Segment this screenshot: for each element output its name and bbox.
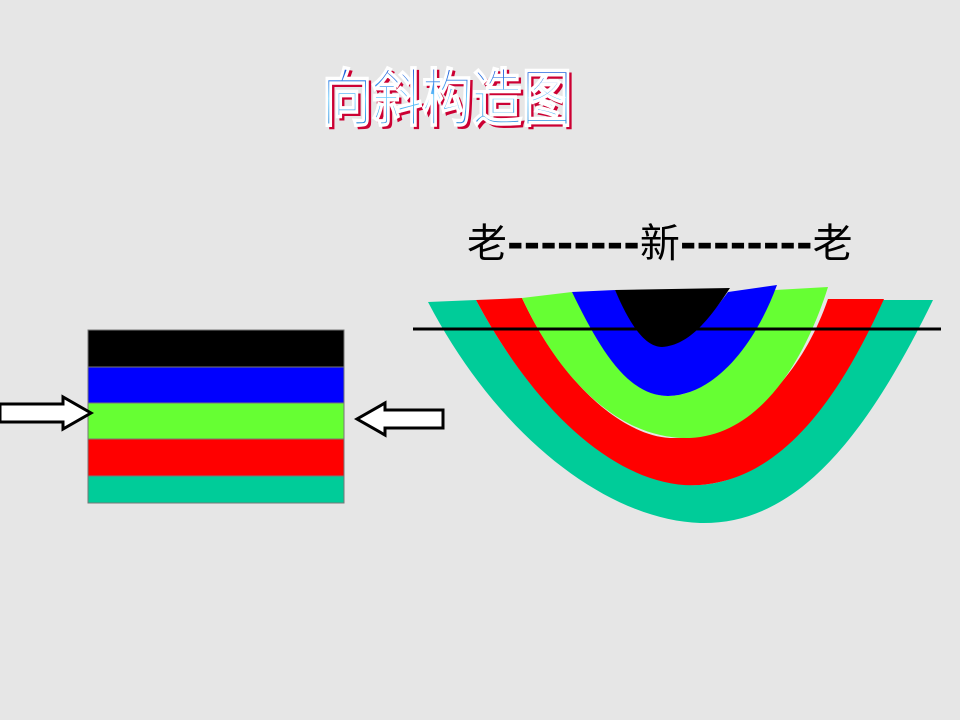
stratum-red bbox=[87, 438, 345, 478]
age-sequence-label: 老--------新--------老 bbox=[467, 214, 853, 274]
age-label-right: 老 bbox=[812, 221, 853, 267]
title-text: 向斜构造图 bbox=[322, 62, 572, 135]
stratum-blue bbox=[87, 366, 345, 405]
fold-layer-red bbox=[476, 298, 884, 486]
syncline-fold bbox=[428, 285, 933, 524]
age-label-dash-right: -------- bbox=[679, 221, 813, 267]
horizontal-strata-block bbox=[87, 329, 345, 504]
age-label-center: 新 bbox=[639, 221, 680, 267]
left-arrow-icon bbox=[353, 400, 445, 438]
stratum-black bbox=[87, 329, 345, 369]
page-title: 向斜构造图 向斜构造图 bbox=[321, 61, 575, 138]
right-arrow-icon bbox=[0, 394, 95, 432]
stratum-teal bbox=[87, 475, 345, 504]
age-label-left: 老 bbox=[467, 221, 507, 267]
fold-layer-black bbox=[615, 288, 730, 347]
title-shadow: 向斜构造图 bbox=[325, 65, 575, 138]
fold-layer-teal bbox=[428, 300, 933, 524]
fold-layer-green bbox=[522, 287, 828, 439]
fold-layer-blue bbox=[572, 285, 777, 396]
age-label-dash-left: -------- bbox=[507, 221, 640, 267]
stratum-green bbox=[87, 402, 345, 441]
